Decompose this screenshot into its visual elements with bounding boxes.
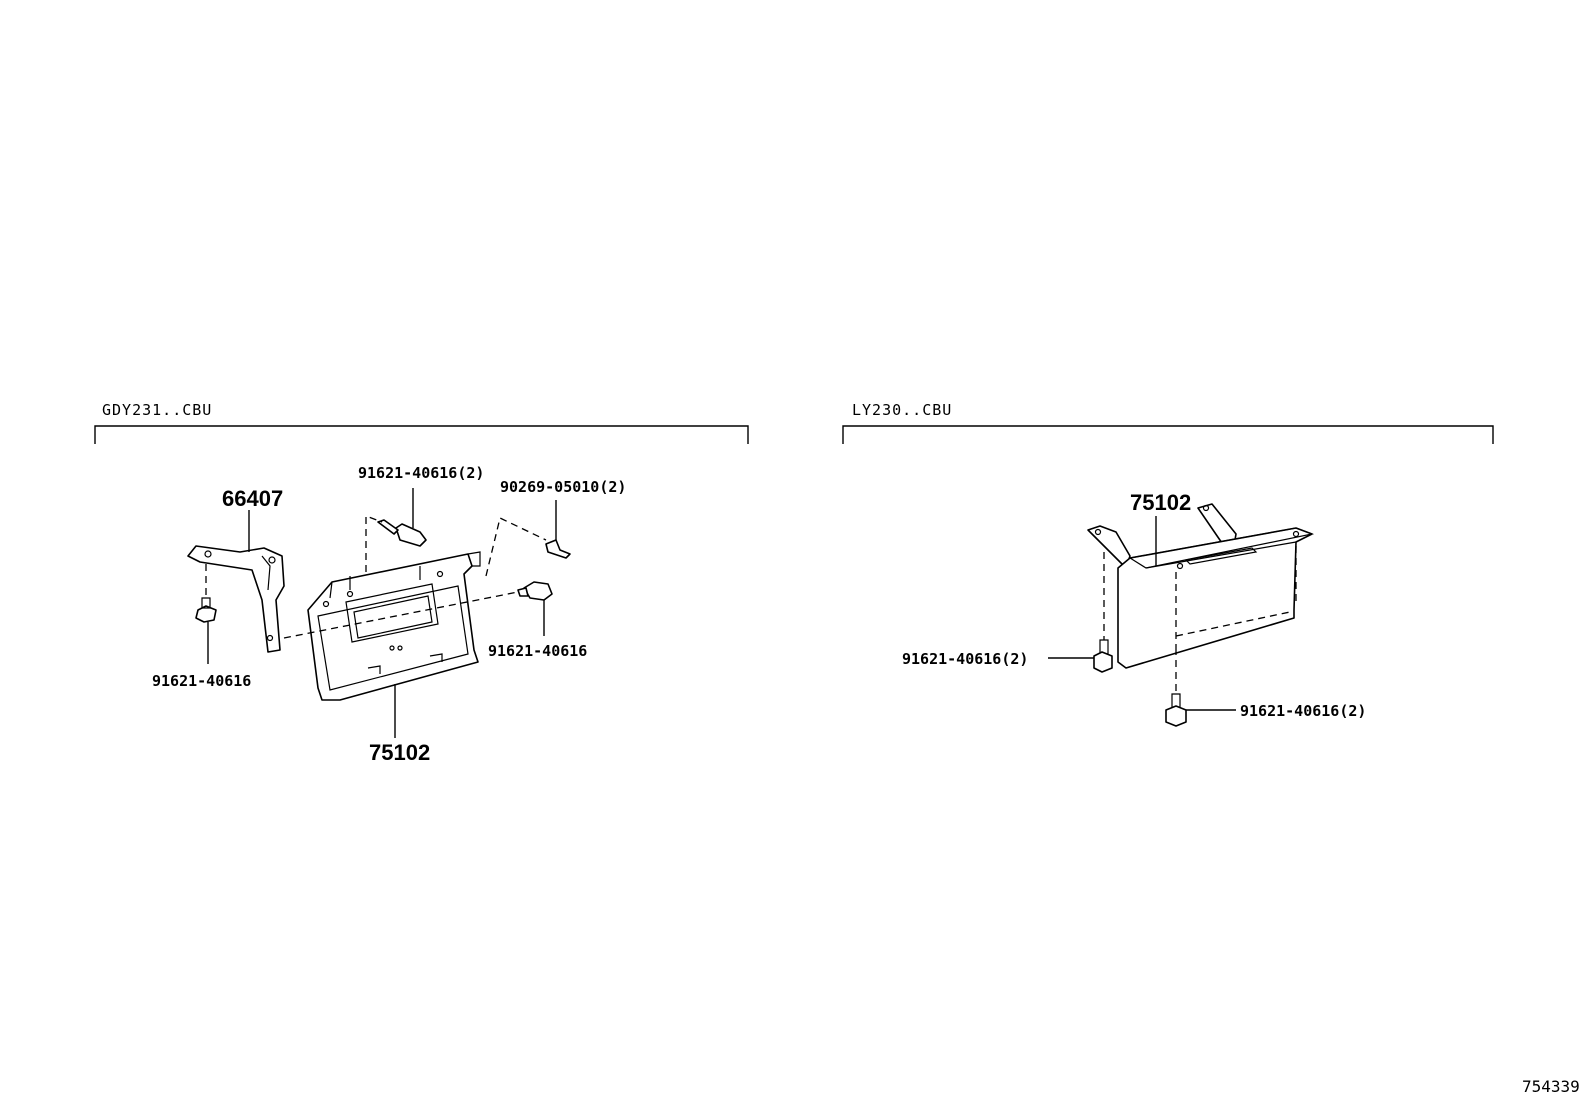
label-bolt-top: 91621-40616(2) <box>358 464 484 482</box>
dash-carrier-2 <box>1175 611 1291 637</box>
label-66407: 66407 <box>222 486 283 511</box>
clip-icon <box>545 539 571 559</box>
label-bolt-left-right-group: 91621-40616(2) <box>902 650 1028 668</box>
group-bracket-gdy231 <box>94 425 749 444</box>
part-bracket-66407 <box>187 545 285 653</box>
group-gdy231: GDY231..CBU 66407 75102 <box>94 401 749 765</box>
dash-bolt-right <box>283 591 519 639</box>
figure-id: 754339 <box>1522 1077 1580 1096</box>
part-carrier-75102-left <box>307 551 481 701</box>
bolt-bottom-icon <box>1165 693 1187 727</box>
bolt-top-icon <box>377 519 427 547</box>
dash-clip <box>485 517 547 577</box>
label-75102-right: 75102 <box>1130 490 1191 515</box>
label-bolt-left: 91621-40616 <box>152 672 251 690</box>
bolt-left-right-group-icon <box>1093 639 1113 673</box>
group-bracket-ly230 <box>842 425 1494 444</box>
bolt-left-icon <box>195 597 217 623</box>
group-label-ly230: LY230..CBU <box>852 401 952 419</box>
label-75102-left: 75102 <box>369 740 430 765</box>
part-carrier-75102-right <box>1087 503 1315 669</box>
dash-bolt-top <box>365 515 383 572</box>
bolt-right-icon <box>517 581 553 601</box>
label-clip: 90269-05010(2) <box>500 478 626 496</box>
label-bolt-bottom: 91621-40616(2) <box>1240 702 1366 720</box>
label-bolt-right: 91621-40616 <box>488 642 587 660</box>
group-ly230: LY230..CBU 75102 <box>842 401 1494 727</box>
group-label-gdy231: GDY231..CBU <box>102 401 212 419</box>
